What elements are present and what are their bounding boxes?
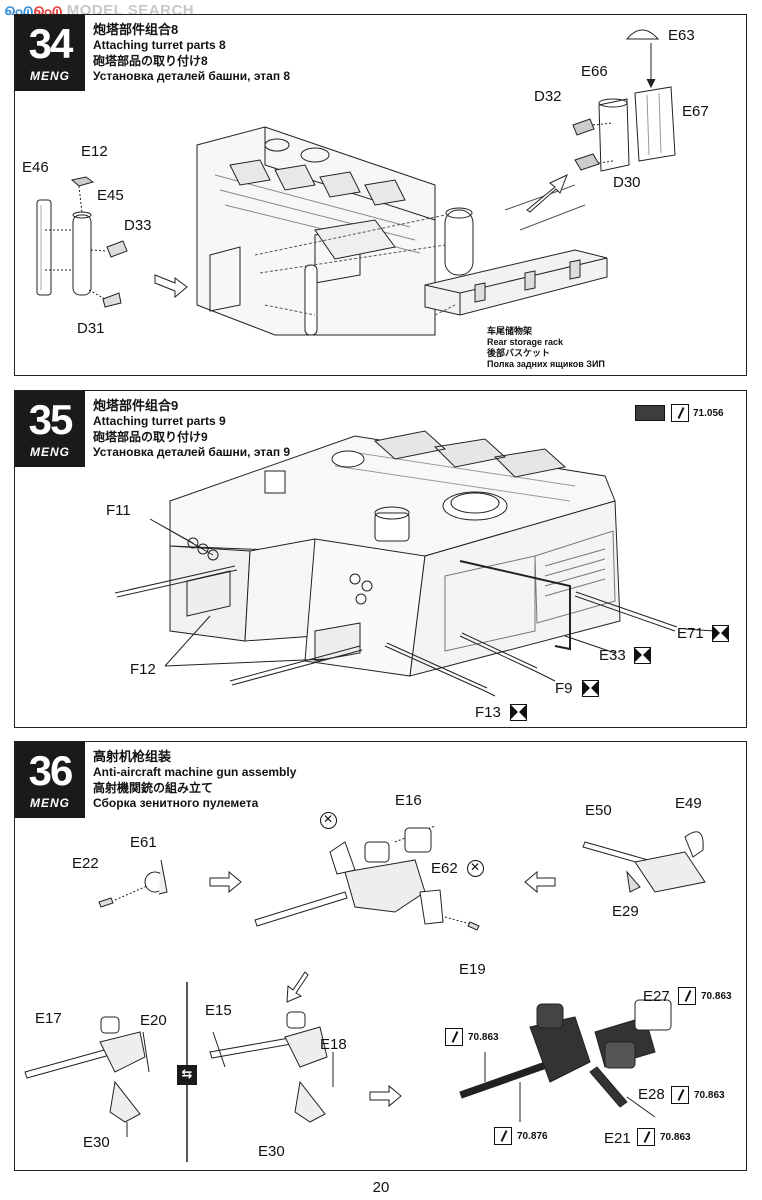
step-35-badge: 35 MENG bbox=[15, 391, 85, 467]
brush-icon bbox=[637, 1128, 655, 1146]
part-label-f12: F12 bbox=[130, 661, 156, 678]
part-label-e12: E12 bbox=[81, 143, 108, 160]
step-36-titles: 高射机枪组装 Anti-aircraft machine gun assembl… bbox=[93, 746, 296, 810]
paint-code: 71.056 bbox=[693, 408, 724, 419]
part-label-e66: E66 bbox=[581, 63, 608, 80]
title-ru: Сборка зенитного пулемета bbox=[93, 796, 259, 810]
part-label-e28: E28 bbox=[638, 1086, 665, 1103]
step-34-illustration bbox=[36, 29, 676, 336]
part-label-d31: D31 bbox=[77, 320, 105, 337]
no-cement-icon bbox=[467, 860, 484, 877]
part-label-e16: E16 bbox=[395, 792, 422, 809]
part-label-e22: E22 bbox=[72, 855, 99, 872]
trim-icon bbox=[634, 647, 651, 664]
title-en: Attaching turret parts 9 bbox=[93, 414, 226, 428]
part-label-e18: E18 bbox=[320, 1036, 347, 1053]
step-number: 35 bbox=[28, 396, 74, 443]
title-jp: 砲塔部品の取り付け9 bbox=[93, 430, 208, 444]
step-36-illustration bbox=[24, 825, 706, 1162]
part-label-e50: E50 bbox=[585, 802, 612, 819]
part-label-e49: E49 bbox=[675, 795, 702, 812]
brand-logo: MENG bbox=[30, 796, 70, 810]
page-number: 20 bbox=[372, 1179, 390, 1196]
step-34-panel: 34 MENG 炮塔部件组合8 Attaching turret parts 8… bbox=[14, 14, 747, 376]
part-label-e67: E67 bbox=[682, 103, 709, 120]
title-en: Anti-aircraft machine gun assembly bbox=[93, 765, 297, 779]
part-label-e30: E30 bbox=[258, 1143, 285, 1160]
part-label-e61: E61 bbox=[130, 834, 157, 851]
title-ru: Установка деталей башни, этап 9 bbox=[93, 445, 291, 459]
part-label-e45: E45 bbox=[97, 187, 124, 204]
part-label-d33: D33 bbox=[124, 217, 152, 234]
part-label-e62: E62 bbox=[431, 860, 458, 877]
part-label-d30: D30 bbox=[613, 174, 641, 191]
step-number: 36 bbox=[28, 747, 74, 794]
step-35-illustration bbox=[114, 430, 716, 697]
step-36-panel: 36 MENG 高射机枪组装 Anti-aircraft machine gun… bbox=[14, 741, 747, 1171]
paint-code: 70.863 bbox=[468, 1032, 499, 1043]
paint-code: 70.863 bbox=[694, 1090, 725, 1101]
part-label-d32: D32 bbox=[534, 88, 562, 105]
title-cn: 炮塔部件组合9 bbox=[93, 398, 179, 413]
step-34-badge: 34 MENG bbox=[15, 15, 85, 91]
brush-icon bbox=[671, 404, 689, 422]
swap-option-icon: ⇆ bbox=[177, 1065, 197, 1085]
paint-chip-icon bbox=[635, 405, 665, 421]
title-jp: 高射機関銃の組み立て bbox=[93, 781, 214, 795]
part-label-e17: E17 bbox=[35, 1010, 62, 1027]
part-label-f11: F11 bbox=[106, 502, 131, 519]
rack-note: 车尾储物架 Rear storage rack 後部バスケット Полка за… bbox=[487, 326, 605, 369]
paint-code: 70.876 bbox=[517, 1131, 548, 1142]
title-en: Attaching turret parts 8 bbox=[93, 38, 226, 52]
step-34-titles: 炮塔部件组合8 Attaching turret parts 8 砲塔部品の取り… bbox=[93, 19, 290, 83]
trim-icon bbox=[582, 680, 599, 697]
no-cement-icon bbox=[320, 812, 337, 829]
part-label-e27: E27 bbox=[643, 988, 670, 1005]
title-ru: Установка деталей башни, этап 8 bbox=[93, 69, 291, 83]
brush-icon bbox=[494, 1127, 512, 1145]
part-label-f13: F13 bbox=[475, 704, 501, 721]
part-label-e21: E21 bbox=[604, 1130, 631, 1147]
paint-code: 70.863 bbox=[701, 991, 732, 1002]
part-label-e71: E71 bbox=[677, 625, 704, 642]
part-label-e33: E33 bbox=[599, 647, 626, 664]
part-label-e29: E29 bbox=[612, 903, 639, 920]
brush-icon bbox=[445, 1028, 463, 1046]
trim-icon bbox=[510, 704, 527, 721]
part-label-e30: E30 bbox=[83, 1134, 110, 1151]
brush-icon bbox=[678, 987, 696, 1005]
title-jp: 砲塔部品の取り付け8 bbox=[93, 54, 208, 68]
step-35-panel: 35 MENG 炮塔部件组合9 Attaching turret parts 9… bbox=[14, 390, 747, 728]
part-label-f9: F9 bbox=[555, 680, 573, 697]
title-cn: 炮塔部件组合8 bbox=[93, 22, 179, 37]
brand-logo: MENG bbox=[30, 445, 70, 459]
part-label-e19: E19 bbox=[459, 961, 486, 978]
step-number: 34 bbox=[28, 20, 74, 67]
brand-logo: MENG bbox=[30, 69, 70, 83]
step-36-badge: 36 MENG bbox=[15, 742, 85, 818]
paint-code: 70.863 bbox=[660, 1132, 691, 1143]
part-label-e15: E15 bbox=[205, 1002, 232, 1019]
title-cn: 高射机枪组装 bbox=[93, 749, 172, 764]
step-35-titles: 炮塔部件组合9 Attaching turret parts 9 砲塔部品の取り… bbox=[93, 395, 290, 459]
part-label-e46: E46 bbox=[22, 159, 49, 176]
part-label-e63: E63 bbox=[668, 27, 695, 44]
trim-icon bbox=[712, 625, 729, 642]
brush-icon bbox=[671, 1086, 689, 1104]
part-label-e20: E20 bbox=[140, 1012, 167, 1029]
